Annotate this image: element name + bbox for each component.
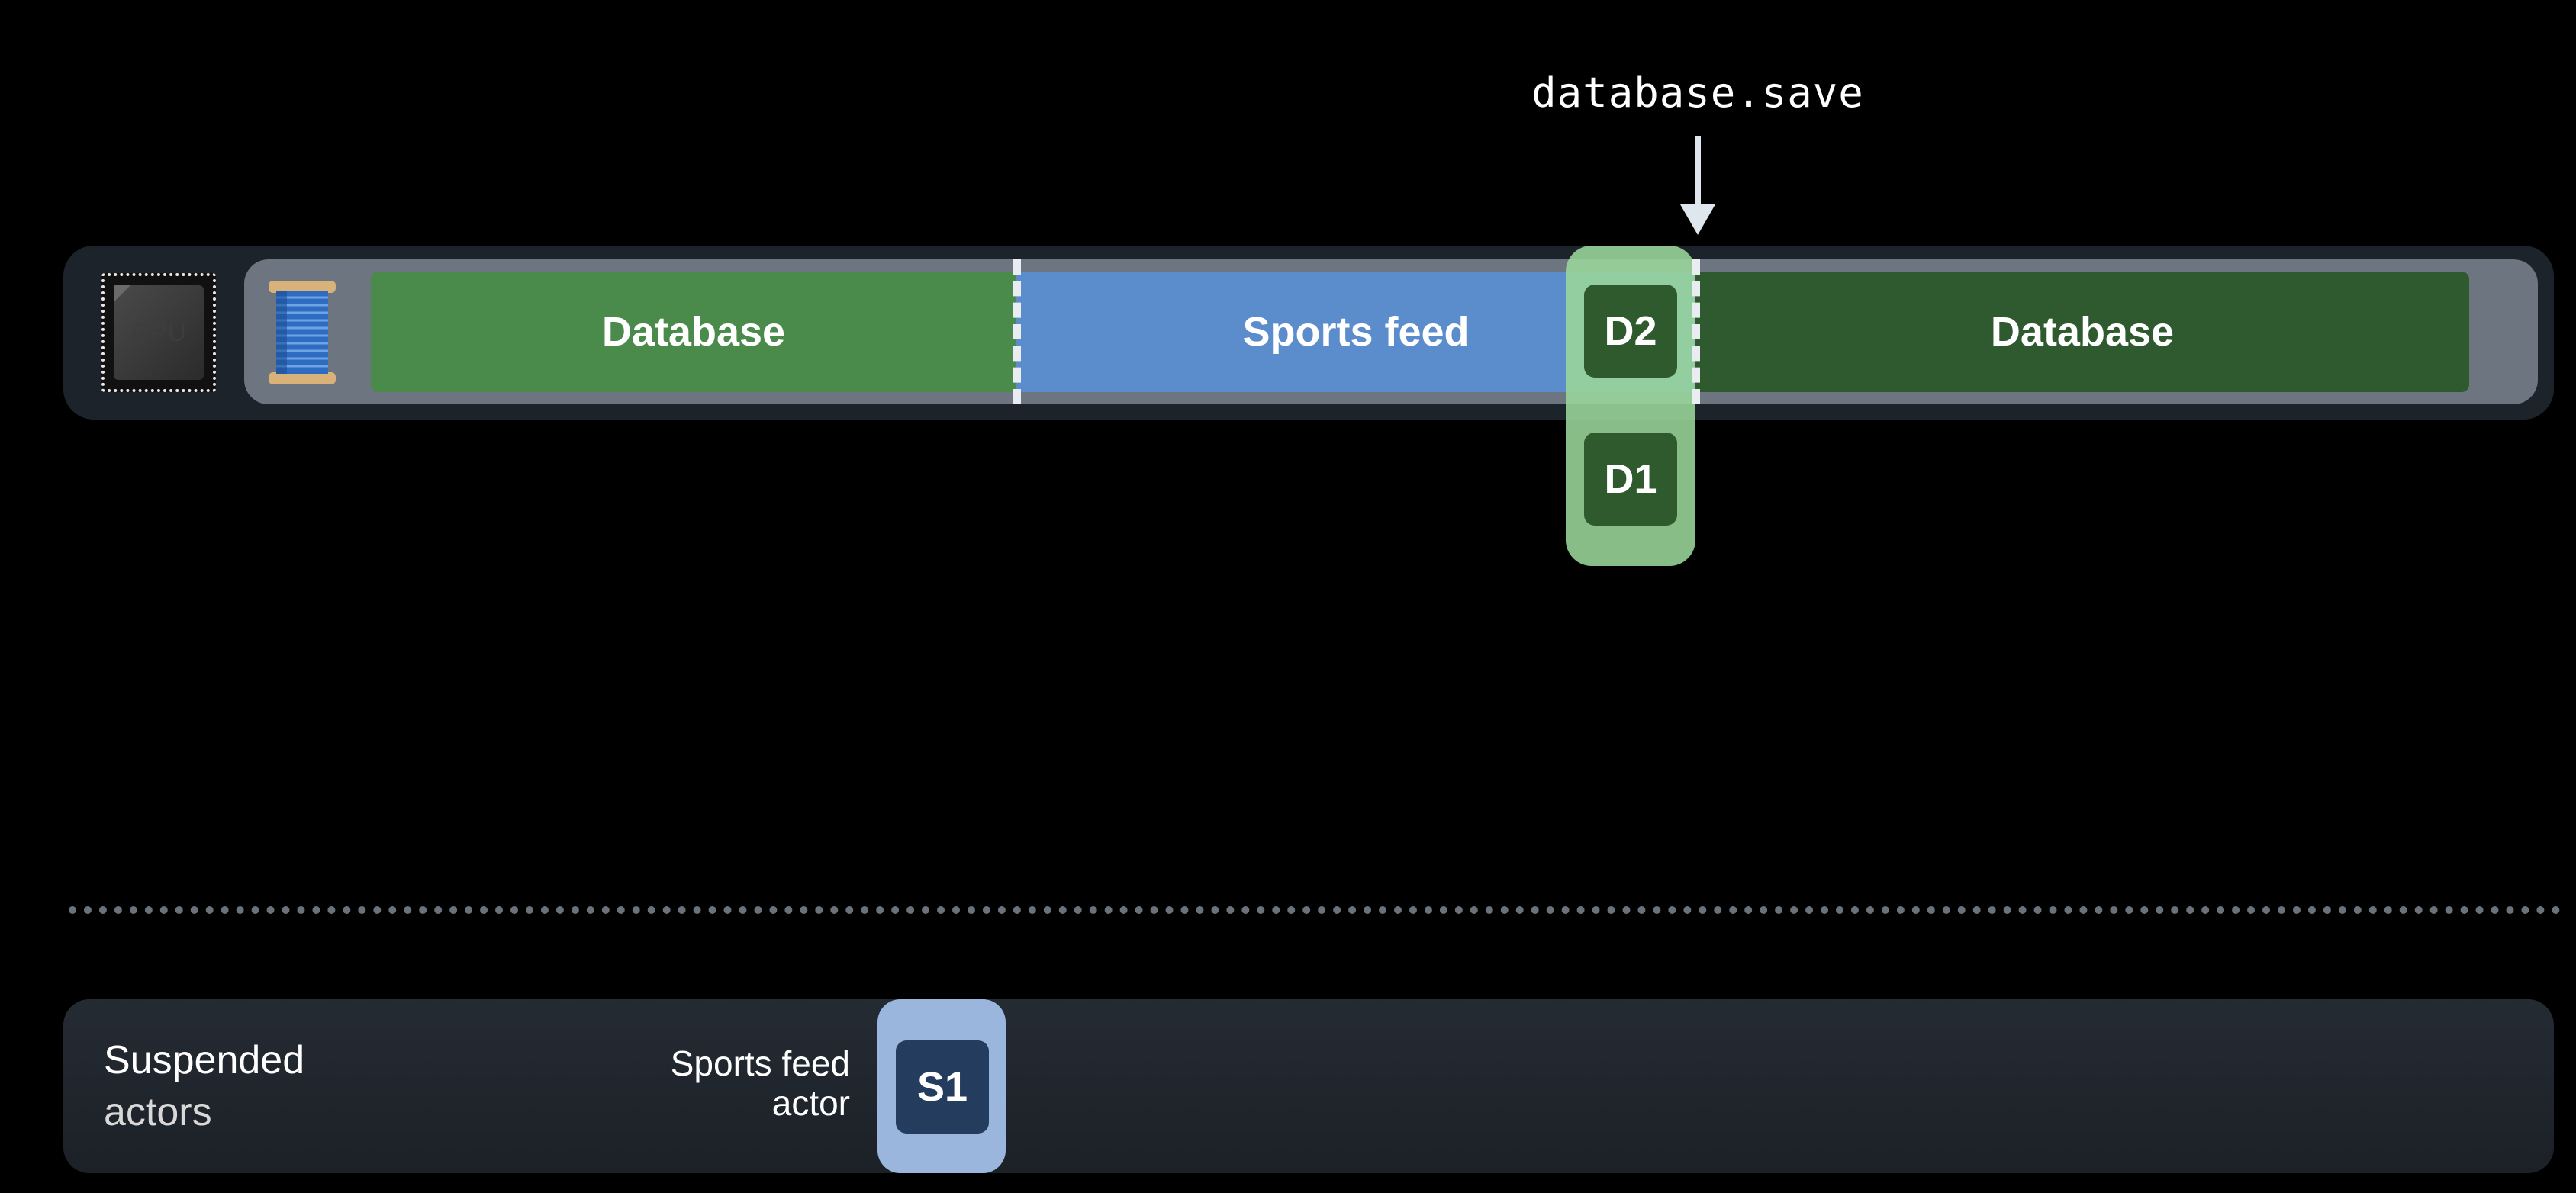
down-arrow-icon xyxy=(1680,136,1715,235)
sports-feed-actor-label: Sports feed actor xyxy=(595,1043,850,1123)
cpu-chip-icon: CPU xyxy=(101,273,216,392)
title-line-1: Suspended xyxy=(104,1038,305,1082)
title-line-2: actors xyxy=(104,1090,212,1134)
actor-name-line-1: Sports feed xyxy=(670,1043,850,1083)
segment-database: Database xyxy=(371,272,1016,392)
call-label: database.save xyxy=(1531,69,1864,117)
suspended-actors-title: Suspended actors xyxy=(104,1034,304,1138)
thread-spool-icon xyxy=(269,281,336,384)
actor-name-line-2: actor xyxy=(771,1083,850,1123)
work-item-d1: D1 xyxy=(1584,433,1677,526)
context-switch-marker xyxy=(1692,259,1700,404)
segment-database: Database xyxy=(1695,272,2469,392)
work-item-s1: S1 xyxy=(896,1040,989,1134)
suspended-actors-panel xyxy=(63,999,2554,1173)
divider xyxy=(69,906,2561,914)
cpu-label: CPU xyxy=(114,285,204,380)
context-switch-marker xyxy=(1013,259,1021,404)
work-item-d2: D2 xyxy=(1584,285,1677,378)
